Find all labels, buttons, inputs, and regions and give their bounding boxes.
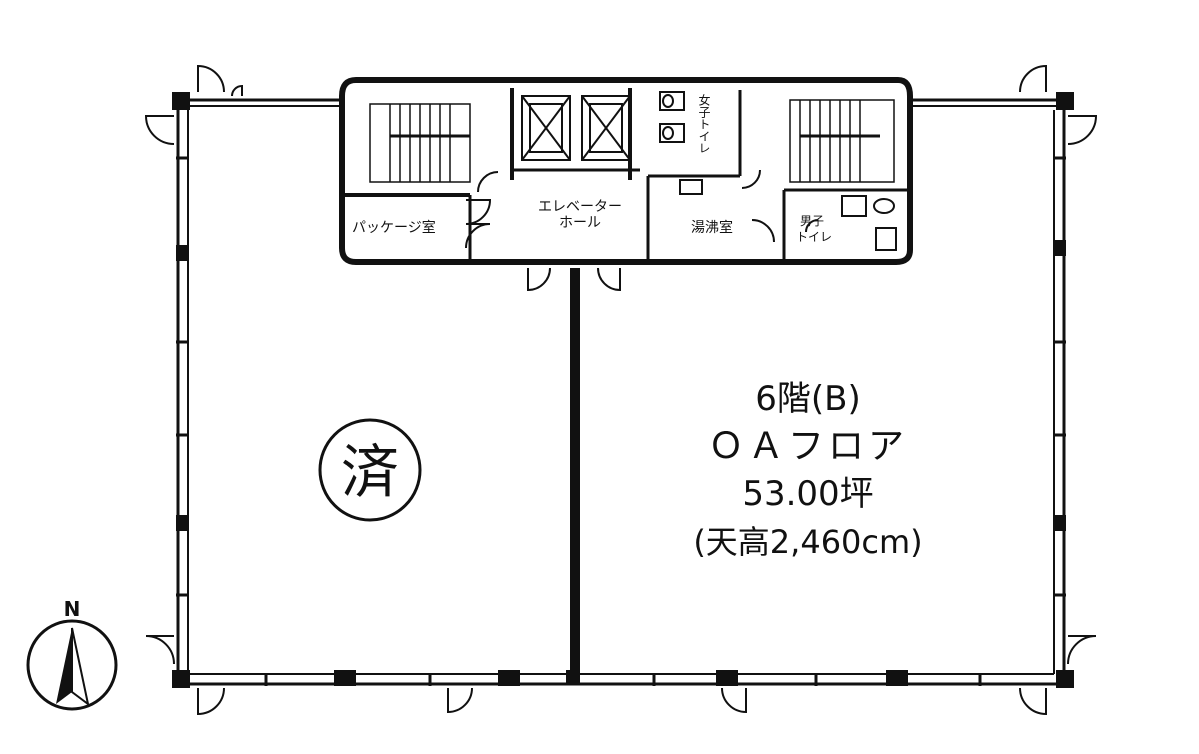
columns [172, 92, 1074, 688]
elevator-hall-label-2: ホール [559, 215, 601, 231]
stamp-text: 済 [341, 438, 399, 506]
toilet-fixtures [659, 91, 897, 251]
womens-toilet-label: 女子トイレ [697, 93, 711, 154]
stairs-right [789, 99, 895, 183]
interior-doors [465, 169, 819, 292]
floor-type-label: ＯＡフロア [708, 426, 908, 467]
compass-north-label: N [64, 597, 81, 621]
window-ticks [176, 156, 1066, 686]
kitchenette-label: 湯沸室 [691, 219, 733, 236]
north-compass: N [26, 597, 118, 711]
mens-toilet-label-1: 男子 [800, 214, 824, 228]
exterior-doors [144, 64, 1098, 716]
contracted-stamp: 済 [318, 418, 422, 522]
mens-toilet-label-2: トイレ [796, 230, 832, 244]
area-label: 53.00坪 [742, 474, 873, 514]
elevator-hall-label-1: エレベーター [538, 199, 622, 215]
elevators [521, 95, 631, 161]
package-room-label: パッケージ室 [352, 219, 436, 236]
outer-walls [176, 98, 1066, 686]
stairs-left [369, 103, 471, 183]
unit-divider-wall [570, 268, 580, 676]
floor-label: 6階(B) [755, 379, 861, 419]
ceiling-label: (天高2,460cm) [693, 523, 922, 561]
